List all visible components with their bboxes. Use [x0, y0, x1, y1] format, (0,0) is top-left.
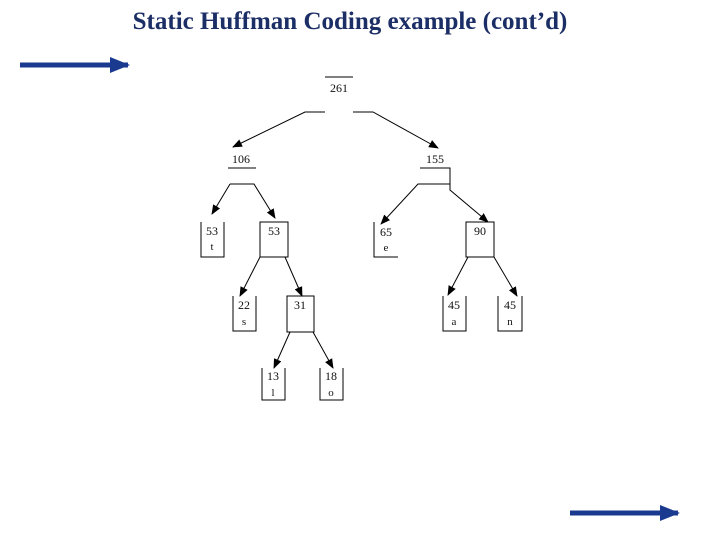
edge-90-45a [447, 256, 469, 296]
edge-53-31 [284, 256, 303, 297]
edge-261-106 [232, 111, 325, 148]
edge-53-22s [239, 256, 261, 297]
node-106: 106 [232, 152, 250, 166]
node-90: 90 [474, 224, 486, 238]
tree-node-shapes [200, 76, 523, 401]
leaf-symbol-n: n [507, 316, 513, 328]
node-261: 261 [330, 81, 348, 95]
leaf-symbol-t: t [210, 241, 213, 253]
node-45-a: 45 [448, 298, 460, 312]
tree-node-labels: 261 106 155 53 t 53 65 e 90 22 s 31 45 a… [206, 81, 516, 399]
node-22-s: 22 [238, 298, 250, 312]
node-53: 53 [268, 224, 280, 238]
node-53-t: 53 [206, 224, 218, 238]
leaf-symbol-e: e [384, 242, 389, 254]
leaf-symbol-l: l [271, 387, 274, 399]
node-65-e: 65 [380, 225, 392, 239]
leaf-symbol-o: o [328, 387, 334, 399]
edge-106-53t [211, 183, 231, 215]
node-31: 31 [294, 298, 306, 312]
node-13-l: 13 [267, 369, 279, 383]
edge-31-18o [312, 331, 334, 369]
edge-106-53 [230, 183, 276, 219]
edge-155-65e [380, 183, 450, 225]
slide-title: Static Huffman Coding example (cont’d) [132, 8, 568, 35]
node-45-n: 45 [504, 298, 516, 312]
node-155: 155 [426, 152, 444, 166]
leaf-symbol-s: s [242, 316, 246, 328]
edge-155-90 [449, 184, 489, 223]
tree-edges [211, 111, 518, 369]
leaf-symbol-a: a [452, 316, 457, 328]
edge-31-13l [273, 331, 291, 369]
edge-90-45n [493, 256, 518, 297]
node-18-o: 18 [325, 369, 337, 383]
edge-261-155 [353, 111, 439, 149]
